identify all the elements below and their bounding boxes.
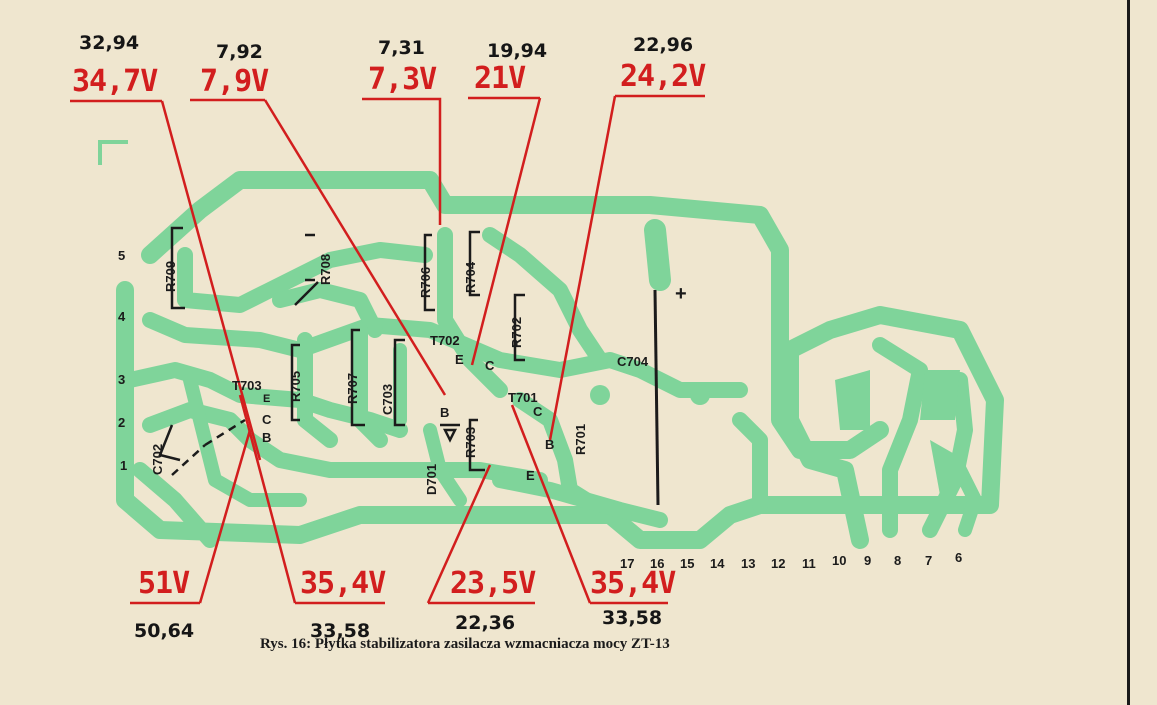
terminal-label: C xyxy=(485,358,495,373)
terminal-label: B xyxy=(440,405,450,420)
nominal-voltage: 35,4V xyxy=(590,566,676,601)
nominal-voltage: 24,2V xyxy=(620,59,706,94)
trace-right-a xyxy=(732,412,768,513)
pin-number: 17 xyxy=(620,556,635,571)
trace-e xyxy=(492,472,668,528)
pin-number: 2 xyxy=(118,415,126,430)
trace-r707 xyxy=(352,322,388,448)
component-label: R709 xyxy=(163,260,178,292)
leader-51v xyxy=(198,429,252,604)
component-label: R703 xyxy=(463,426,478,458)
measured-value: 7,31 xyxy=(378,37,425,59)
leader-34-7v xyxy=(160,100,262,461)
nominal-voltage: 35,4V xyxy=(300,566,386,601)
trace-right-d xyxy=(953,463,982,537)
pin-number: 10 xyxy=(832,553,847,568)
pin-number: 1 xyxy=(120,458,128,473)
trace-c704 xyxy=(644,219,671,291)
pin-number: 5 xyxy=(118,248,126,263)
pin-number: 8 xyxy=(894,553,902,568)
trace-r709 xyxy=(177,242,433,313)
component-label: C702 xyxy=(150,443,165,475)
component-label: D701 xyxy=(424,463,439,495)
component-label: R704 xyxy=(463,261,478,293)
copper-pads xyxy=(590,370,965,495)
right-border-rail xyxy=(1127,0,1130,705)
figure-caption: Rys. 16: Płytka stabilizatora zasilacza … xyxy=(260,636,670,652)
pin-number: 14 xyxy=(710,556,725,571)
nominal-voltage: 21V xyxy=(474,61,526,96)
component-label: R706 xyxy=(418,266,433,298)
terminal-label: C xyxy=(262,412,272,427)
component-label: R708 xyxy=(318,253,333,285)
component-outlines xyxy=(98,140,660,506)
component-label: R701 xyxy=(573,423,588,455)
terminal-label: B xyxy=(262,430,272,445)
component-label: R707 xyxy=(345,372,360,404)
leader-7-9v xyxy=(263,99,447,396)
copper-traces xyxy=(116,171,1004,549)
pin-number: 13 xyxy=(741,556,756,571)
pin-number: 12 xyxy=(771,556,786,571)
component-label: T701 xyxy=(508,390,538,405)
pin-number: 9 xyxy=(864,553,872,568)
measured-value: 33,58 xyxy=(310,620,371,642)
trace-outer xyxy=(116,281,1004,549)
nominal-voltage: 7,9V xyxy=(200,64,269,99)
pin-number: 3 xyxy=(118,372,126,387)
leader-35-4v-right xyxy=(510,404,592,604)
nominal-voltage: 7,3V xyxy=(368,62,437,97)
nominal-voltage: 34,7V xyxy=(72,64,158,99)
leader-35-4v-left xyxy=(238,394,297,604)
component-label: C703 xyxy=(380,383,395,415)
underline-7-3v xyxy=(362,97,442,225)
measured-value: 22,36 xyxy=(455,612,516,634)
measured-value: 22,96 xyxy=(633,34,694,56)
leader-24-2v xyxy=(548,95,617,441)
terminal-label: B xyxy=(545,437,555,452)
trace-top xyxy=(141,171,889,459)
terminal-label: E xyxy=(455,352,464,367)
measured-value: 19,94 xyxy=(487,40,548,62)
trace-d701 xyxy=(423,423,467,507)
trace-r705 xyxy=(297,332,338,448)
trace-r706 xyxy=(437,227,508,398)
leader-21v xyxy=(470,97,542,366)
trace-r708 xyxy=(272,282,383,338)
pin-number: 4 xyxy=(118,309,126,324)
measured-value: 33,58 xyxy=(602,607,663,629)
leader-23-5v xyxy=(426,464,492,604)
trace-right-b xyxy=(872,337,928,538)
terminal-label: E xyxy=(526,468,535,483)
component-label: R705 xyxy=(288,370,303,402)
polarity-plus: + xyxy=(675,283,687,305)
measured-value: 50,64 xyxy=(134,620,195,642)
pin-number: 7 xyxy=(925,553,933,568)
component-label: C704 xyxy=(617,354,649,369)
pin-number: 15 xyxy=(680,556,695,571)
component-label: T703 xyxy=(232,378,262,393)
annotation-lines xyxy=(70,94,705,605)
pin-number: 6 xyxy=(955,550,963,565)
component-label: R702 xyxy=(509,316,524,348)
trace-r704 xyxy=(482,227,608,368)
nominal-voltage: 51V xyxy=(138,566,190,601)
nominal-voltage: 23,5V xyxy=(450,566,536,601)
pin-number: 16 xyxy=(650,556,665,571)
terminal-label: C xyxy=(533,404,543,419)
trace-c702 xyxy=(132,462,218,548)
component-label: T702 xyxy=(430,333,460,348)
terminal-label: E xyxy=(263,393,271,405)
measured-value: 32,94 xyxy=(79,32,140,54)
measured-value: 7,92 xyxy=(216,41,263,63)
pin-number: 11 xyxy=(802,556,816,571)
